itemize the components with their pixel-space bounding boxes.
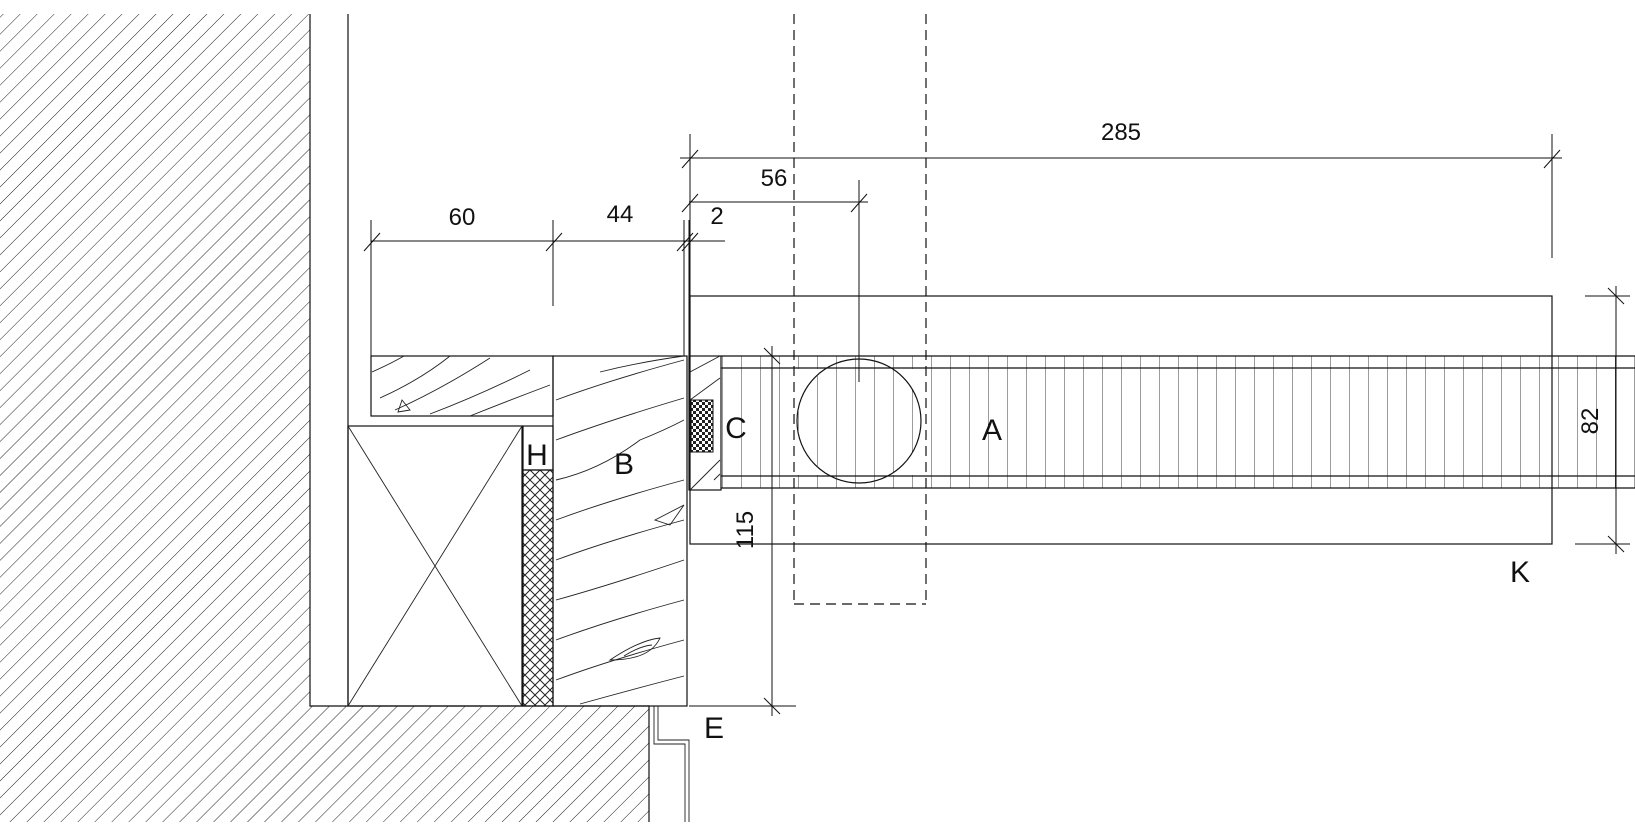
dim-56: 56 (761, 165, 788, 192)
gasket-strip (690, 399, 714, 453)
label-k: K (1510, 556, 1530, 589)
dimension-lines (363, 134, 1630, 716)
dim-82: 82 (1577, 408, 1604, 435)
label-b: B (614, 448, 634, 481)
masonry-wall (0, 14, 650, 822)
hidden-element-outline (793, 14, 927, 605)
label-a: A (982, 414, 1002, 447)
panel-a (689, 295, 1635, 545)
dim-60: 60 (449, 204, 476, 231)
seal-strip-h (522, 425, 554, 707)
dim-115: 115 (732, 511, 759, 549)
spacer-block (347, 425, 523, 707)
dim-2: 2 (710, 203, 723, 230)
dim-44: 44 (607, 201, 634, 228)
label-c: C (725, 412, 747, 445)
label-e: E (704, 712, 724, 745)
label-h: H (526, 439, 548, 472)
dim-285: 285 (1101, 119, 1141, 146)
frame-member-b (552, 355, 688, 707)
flashing-profile (653, 706, 690, 822)
top-sill-board (370, 355, 554, 417)
